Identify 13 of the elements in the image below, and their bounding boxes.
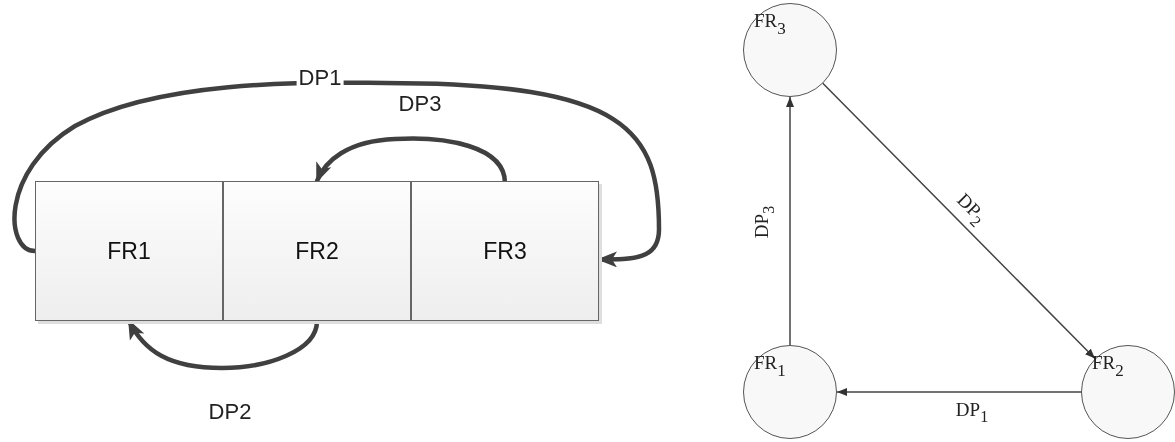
node-label: FR2 (295, 237, 339, 265)
arrow (12, 80, 662, 268)
process-box (223, 181, 411, 321)
process-box (35, 181, 223, 321)
node-label: FR1 (107, 237, 151, 265)
arrow (786, 96, 794, 346)
process-box (411, 181, 599, 321)
node-label: FR$_{1}$ (754, 352, 786, 381)
arrow (822, 82, 1096, 360)
node-label: FR$_{2}$ (1092, 352, 1124, 381)
arrow (836, 388, 1082, 396)
node-label: FR3 (483, 237, 527, 265)
node-label: FR$_{3}$ (754, 10, 786, 39)
